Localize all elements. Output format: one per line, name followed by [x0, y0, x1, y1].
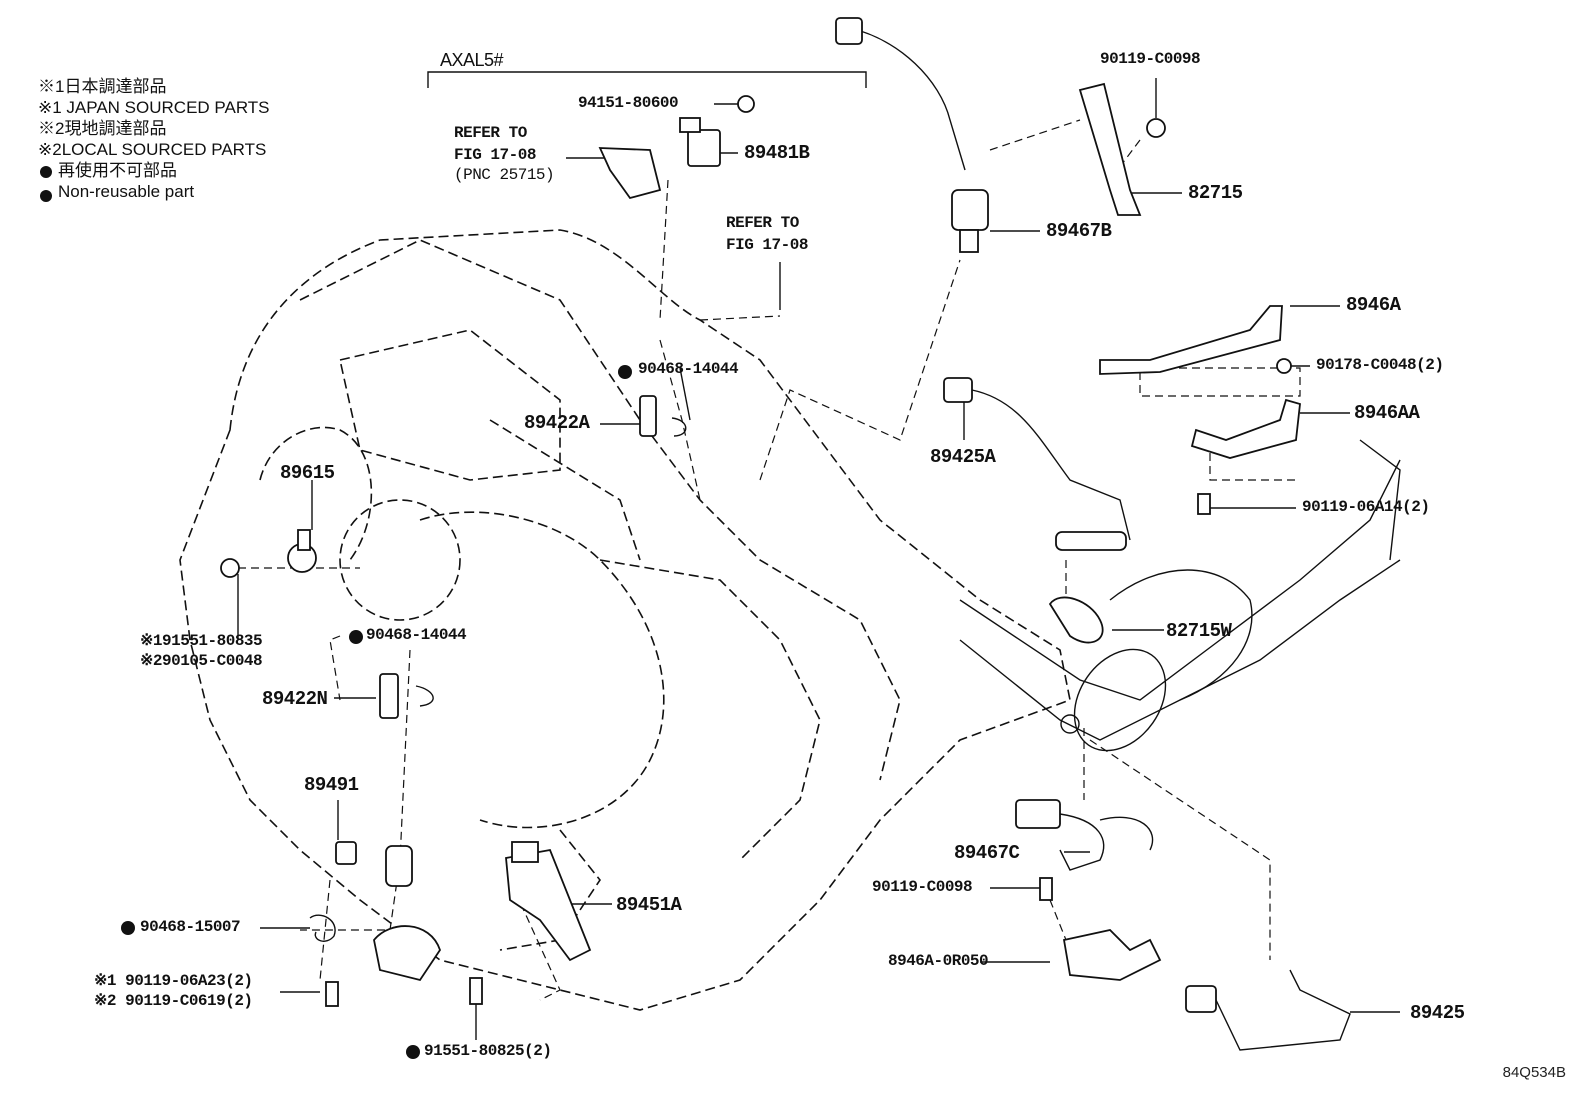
part-90119-06A14[interactable]: 90119-06A14(2) [1302, 498, 1430, 516]
part-82715[interactable]: 82715 [1188, 182, 1243, 204]
legend: ※1日本調達部品 ※1 JAPAN SOURCED PARTS ※2現地調達部品… [38, 76, 270, 202]
part-82715W[interactable]: 82715W [1166, 620, 1232, 642]
refer-label-1-line1[interactable]: REFER TO [454, 124, 527, 142]
refer-label-2-line1[interactable]: REFER TO [726, 214, 799, 232]
part-89615[interactable]: 89615 [280, 462, 335, 484]
part-89422A[interactable]: 89422A [524, 412, 590, 434]
part-91551-80825[interactable]: 91551-80825(2) [424, 1042, 552, 1060]
group-bracket [427, 71, 867, 88]
part-90119-C0098-top[interactable]: 90119-C0098 [1100, 50, 1201, 68]
part-90468-15007[interactable]: 90468-15007 [140, 918, 241, 936]
part-191551-80835[interactable]: ※191551-80835 [140, 632, 263, 650]
part-90119-C0619[interactable]: ※2 90119-C0619(2) [94, 992, 253, 1010]
refer-label-1-line3[interactable]: (PNC 25715) [454, 166, 555, 184]
leader-lines [237, 78, 1400, 1040]
part-89422N[interactable]: 89422N [262, 688, 328, 710]
part-89425A[interactable]: 89425A [930, 446, 996, 468]
part-89481B[interactable]: 89481B [744, 142, 810, 164]
part-90178-C0048[interactable]: 90178-C0048(2) [1316, 356, 1444, 374]
part-90468-14044-a[interactable]: 90468-14044 [638, 360, 739, 378]
part-89491[interactable]: 89491 [304, 774, 359, 796]
group-label: AXAL5# [440, 50, 504, 70]
part-90119-C0098-mid[interactable]: 90119-C0098 [872, 878, 973, 896]
engine-outline [179, 229, 1401, 1011]
part-90468-14044-b[interactable]: 90468-14044 [366, 626, 467, 644]
legend-line-nonreusable-jp: 再使用不可部品 [58, 161, 177, 180]
part-8946AA[interactable]: 8946AA [1354, 402, 1420, 424]
part-94151-80600[interactable]: 94151-80600 [578, 94, 679, 112]
diagram-code: 84Q534B [1502, 1064, 1566, 1081]
legend-line-nonreusable-en: Non-reusable part [58, 182, 195, 201]
refer-label-1-line2[interactable]: FIG 17-08 [454, 146, 536, 164]
legend-line-japan-jp: ※1日本調達部品 [38, 77, 167, 96]
part-89425[interactable]: 89425 [1410, 1002, 1465, 1024]
refer-label-2-line2[interactable]: FIG 17-08 [726, 236, 808, 254]
part-8946A[interactable]: 8946A [1346, 294, 1401, 316]
part-290105-C0048[interactable]: ※290105-C0048 [140, 652, 263, 670]
legend-line-local-jp: ※2現地調達部品 [38, 119, 167, 138]
part-89467C[interactable]: 89467C [954, 842, 1020, 864]
part-90119-06A23[interactable]: ※1 90119-06A23(2) [94, 972, 253, 990]
part-glyphs [40, 17, 1351, 1059]
part-89467B[interactable]: 89467B [1046, 220, 1112, 242]
part-89451A[interactable]: 89451A [616, 894, 682, 916]
legend-line-japan-en: ※1 JAPAN SOURCED PARTS [38, 98, 270, 117]
part-8946A-0R050[interactable]: 8946A-0R050 [888, 952, 989, 970]
legend-line-local-en: ※2LOCAL SOURCED PARTS [38, 140, 267, 159]
